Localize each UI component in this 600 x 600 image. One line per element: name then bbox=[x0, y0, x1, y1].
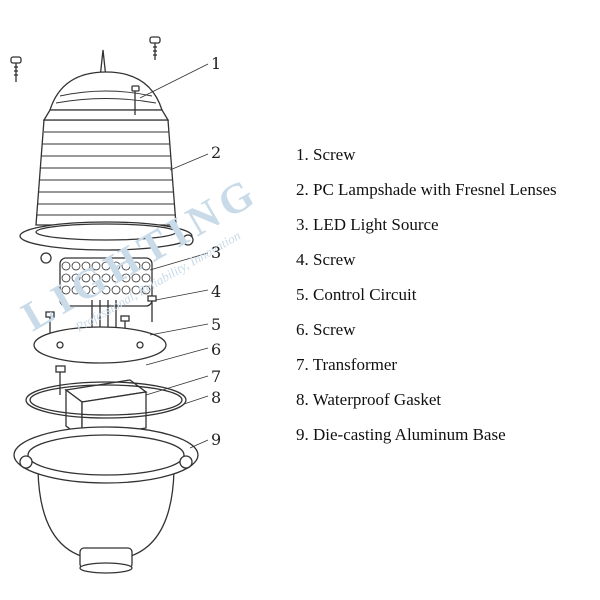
legend-item-waterproof-gasket: 8. Waterproof Gasket bbox=[296, 390, 442, 409]
legend-item-screw-6: 6. Screw bbox=[296, 320, 356, 339]
legend-item-screw: 1. Screw bbox=[296, 145, 356, 164]
waterproof-gasket bbox=[25, 381, 187, 419]
callout-number-3: 3 bbox=[211, 243, 222, 262]
top-screw-left bbox=[10, 56, 22, 82]
leader-lines bbox=[139, 63, 209, 449]
legend-item-pc-lampshade: 2. PC Lampshade with Fresnel Lenses bbox=[296, 180, 557, 199]
control-circuit bbox=[33, 326, 167, 364]
legend-item-transformer: 7. Transformer bbox=[296, 355, 398, 374]
middle-screws bbox=[45, 295, 157, 340]
lampshade bbox=[19, 49, 194, 264]
aluminum-base bbox=[13, 426, 199, 574]
callout-number-7: 7 bbox=[211, 367, 222, 386]
callout-number-8: 8 bbox=[211, 388, 222, 407]
callout-number-1: 1 bbox=[211, 54, 222, 73]
parts-legend: 1. Screw 2. PC Lampshade with Fresnel Le… bbox=[296, 142, 596, 457]
screw-six bbox=[55, 365, 66, 395]
callout-number-2: 2 bbox=[211, 143, 222, 162]
legend-item-screw-4: 4. Screw bbox=[296, 250, 356, 269]
callout-number-6: 6 bbox=[211, 340, 222, 359]
callout-number-4: 4 bbox=[211, 282, 222, 301]
legend-item-aluminum-base: 9. Die-casting Aluminum Base bbox=[296, 425, 506, 444]
legend-item-led-light-source: 3. LED Light Source bbox=[296, 215, 439, 234]
callout-number-5: 5 bbox=[211, 315, 222, 334]
callout-number-9: 9 bbox=[211, 430, 222, 449]
top-screw-right bbox=[149, 36, 161, 60]
led-light-source bbox=[59, 257, 153, 340]
legend-item-control-circuit: 5. Control Circuit bbox=[296, 285, 417, 304]
